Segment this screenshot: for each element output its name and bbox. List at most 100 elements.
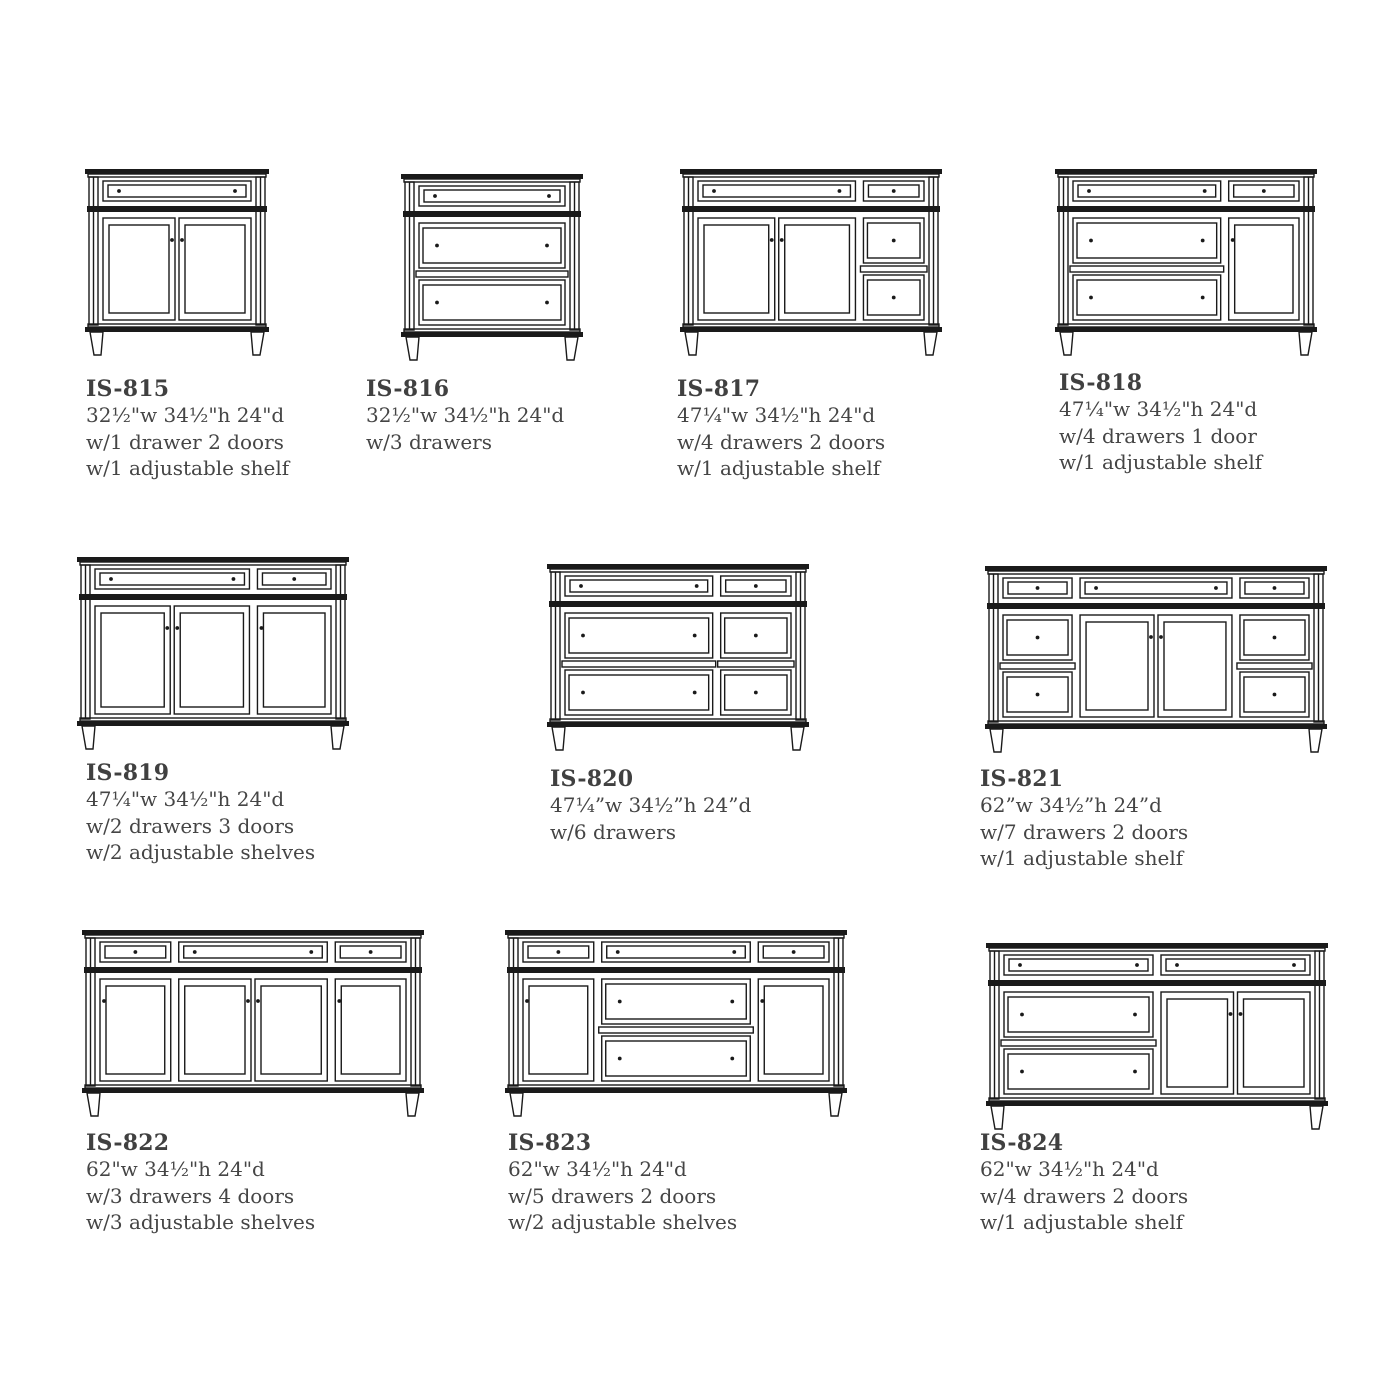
drawer [719, 669, 792, 716]
knob [791, 950, 796, 954]
drawer-inset [762, 945, 825, 959]
drawer [862, 217, 925, 264]
leg [86, 1092, 101, 1117]
knob [433, 194, 437, 198]
knob [617, 1056, 622, 1061]
drawer-inset [1008, 958, 1149, 972]
door-panel [100, 612, 165, 708]
product-dims: 47¼"w 34½"h 24"d [1059, 397, 1258, 421]
drawer-inset [183, 945, 323, 959]
mid-band [988, 980, 1326, 986]
knob [525, 999, 529, 1003]
door [334, 978, 407, 1082]
base-plinth [82, 1088, 424, 1093]
knob [1272, 692, 1277, 697]
knob [1133, 1012, 1137, 1017]
product-dims: 47¼”w 34½”h 24”d [550, 793, 752, 817]
cabinet-drawing [77, 557, 349, 750]
base-edge [682, 323, 940, 328]
door [697, 217, 776, 321]
knob [1214, 586, 1218, 590]
knob [556, 950, 561, 954]
cabinet-top [505, 930, 847, 935]
product-code: IS-818 [1059, 370, 1143, 396]
knob [1272, 635, 1277, 640]
base-edge [1057, 323, 1315, 328]
top-drawer [757, 941, 830, 963]
door-panel [703, 224, 770, 314]
knob [779, 238, 784, 242]
top-drawer [1227, 180, 1300, 202]
top-edge [549, 568, 807, 573]
drawer-inset [104, 945, 167, 959]
drawer-inset [1244, 581, 1305, 595]
product-desc-1: w/3 drawers [366, 429, 493, 454]
cabinet-IS-820 [547, 563, 809, 751]
knob [170, 238, 174, 242]
drawer-rail [716, 660, 795, 668]
drawer-inset [1243, 676, 1306, 713]
cabinet-top [1055, 169, 1317, 174]
product-dims: 62"w 34½"h 24"d [508, 1157, 687, 1181]
top-drawer [99, 941, 172, 963]
door [1160, 991, 1235, 1095]
knob [102, 999, 106, 1003]
cabinet-top [986, 943, 1328, 948]
cabinet-IS-824 [986, 942, 1328, 1130]
knob [753, 584, 758, 588]
knob [692, 690, 697, 695]
knob [192, 950, 197, 954]
leg [923, 331, 938, 356]
knob [837, 189, 842, 193]
cabinet-drawing [505, 930, 847, 1117]
leg [989, 728, 1004, 753]
product-dims: 62"w 34½"h 24"d [980, 1157, 1159, 1181]
knob [1035, 692, 1040, 697]
product-desc-2: w/1 adjustable shelf [980, 1210, 1184, 1234]
drawer-inset [1006, 619, 1069, 656]
drawer [564, 612, 714, 659]
leg [551, 726, 566, 751]
product-desc-2: w/3 adjustable shelves [86, 1210, 316, 1234]
knob [1200, 295, 1205, 300]
top-drawer [697, 180, 857, 202]
knob [891, 295, 896, 300]
product-desc-2: w/1 adjustable shelf [980, 846, 1184, 870]
product-desc-2: w/2 adjustable shelves [508, 1210, 738, 1234]
knob [1292, 963, 1296, 967]
cabinet-drawing [985, 566, 1327, 753]
knob [547, 194, 551, 198]
product-dims: 47¼"w 34½"h 24"d [677, 403, 876, 427]
knob [1087, 189, 1091, 193]
drawer-inset [867, 184, 920, 198]
base-edge [79, 717, 347, 722]
knob [337, 999, 342, 1003]
door-panel [1242, 998, 1305, 1088]
drawer-inset [568, 674, 710, 711]
door [522, 978, 595, 1082]
door [94, 605, 171, 715]
top-edge [84, 934, 422, 939]
knob [1035, 586, 1040, 590]
cabinet-drawing [82, 930, 424, 1117]
leg [1308, 728, 1323, 753]
drawer-inset [99, 572, 246, 586]
top-drawer [94, 568, 251, 590]
drawer [1003, 1048, 1154, 1095]
door-panel [1085, 621, 1149, 711]
top-drawer [178, 941, 328, 963]
knob [730, 1056, 735, 1061]
door-panel [184, 224, 246, 314]
knob [233, 189, 237, 193]
mid-band [682, 206, 940, 212]
base-edge [84, 1084, 422, 1089]
drawer-rail [1236, 662, 1313, 670]
door-panel [763, 985, 824, 1075]
drawer-inset [1006, 676, 1069, 713]
product-code: IS-822 [86, 1130, 170, 1156]
top-drawer [1160, 954, 1311, 976]
drawer-inset [1243, 619, 1306, 656]
base-edge [403, 328, 581, 333]
knob [730, 999, 735, 1004]
door-panel [528, 985, 589, 1075]
